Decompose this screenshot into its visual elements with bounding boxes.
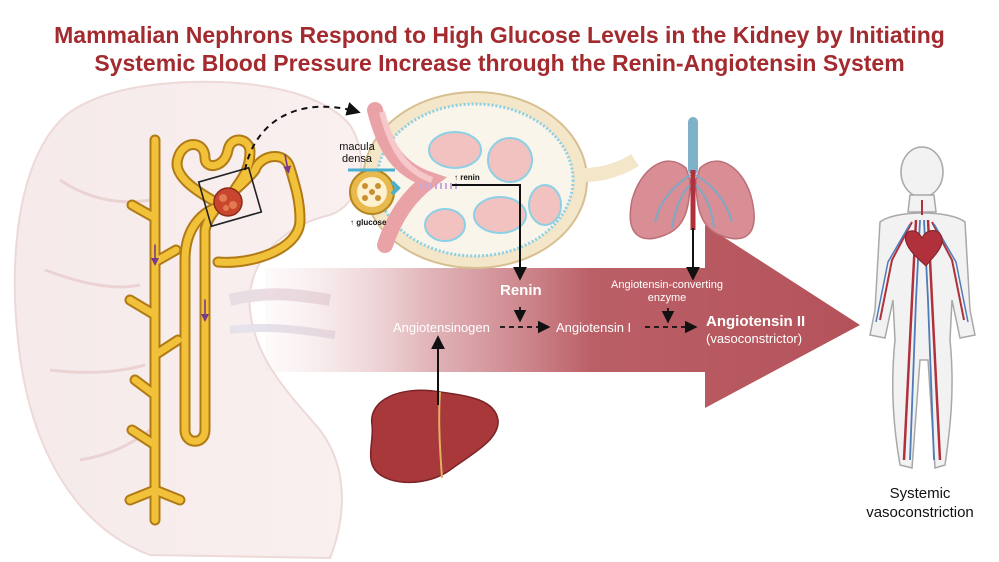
glomerulus-icon — [213, 187, 243, 217]
juxtaglomerular-detail — [362, 91, 639, 269]
flow-arrow — [265, 225, 860, 408]
zoom-arrow — [244, 102, 361, 171]
ace-label: Angiotensin-converting enzyme — [592, 279, 742, 305]
title-line-1: Mammalian Nephrons Respond to High Gluco… — [54, 22, 945, 48]
human-body-icon — [869, 146, 976, 469]
outcome-label-line2: vasoconstriction — [866, 504, 974, 521]
macula-densa-label-line1: macula — [339, 141, 375, 153]
ace-label-line1: Angiotensin-converting — [611, 279, 723, 291]
angiotensin-i-label: Angiotensin I — [556, 320, 632, 335]
nephron-icon — [124, 134, 306, 526]
outcome-label: Systemic vasoconstriction — [850, 484, 990, 522]
macula-densa-label-line2: densa — [342, 153, 372, 165]
lung-icon — [629, 117, 755, 240]
title-line-2: Systemic Blood Pressure Increase through… — [94, 50, 905, 76]
ace-label-line2: enzyme — [647, 292, 687, 304]
outcome-label-line1: Systemic — [889, 485, 951, 502]
heart-icon — [904, 230, 943, 267]
vasoconstrictor-label: (vasoconstrictor) — [706, 331, 803, 346]
glucose-increase-label: ↑ glucose — [350, 218, 387, 227]
zoom-box — [197, 166, 263, 228]
renin-increase-label: ↑ renin — [454, 173, 480, 182]
macula-densa-label: macula densa — [333, 141, 381, 165]
renin-label: Renin — [500, 282, 542, 299]
angiotensin-ii-label: Angiotensin II — [706, 313, 806, 330]
liver-icon — [369, 389, 499, 484]
macula-densa-cells — [348, 168, 401, 215]
angiotensinogen-label: Angiotensinogen — [393, 320, 490, 335]
renin-pointer-line — [452, 184, 527, 281]
